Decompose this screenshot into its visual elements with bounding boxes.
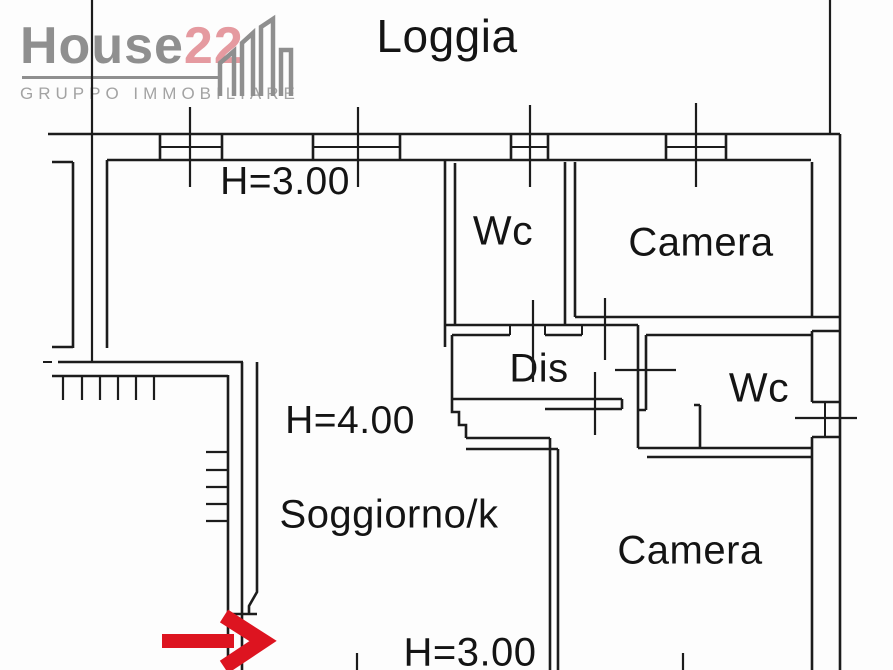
outer-walls bbox=[48, 132, 842, 670]
height-label-bottom: H=3.00 bbox=[403, 630, 537, 670]
room-label-loggia: Loggia bbox=[376, 10, 518, 62]
left-shaft-walls bbox=[43, 160, 243, 364]
right-window-icon bbox=[795, 400, 857, 439]
brand-name: House22 bbox=[20, 20, 300, 72]
entrance-arrow-icon bbox=[162, 609, 277, 670]
brand-tagline: GRUPPO IMMOBILIARE bbox=[20, 84, 300, 103]
stairs-hatching bbox=[52, 374, 228, 523]
room-label-dis: Dis bbox=[509, 346, 569, 391]
brand-divider bbox=[22, 76, 218, 79]
brand-name-primary: House bbox=[20, 17, 184, 75]
height-label-middle: H=4.00 bbox=[285, 399, 415, 442]
soggiorno-left-wall bbox=[226, 362, 259, 670]
height-label-top: H=3.00 bbox=[220, 160, 350, 203]
room-label-camera-bottom: Camera bbox=[617, 528, 763, 573]
room-label-wc-top: Wc bbox=[472, 207, 534, 254]
room-label-camera-top: Camera bbox=[628, 220, 774, 265]
room-label-wc-right: Wc bbox=[728, 364, 790, 411]
room-label-soggiorno: Soggiorno/k bbox=[279, 492, 499, 537]
window-icon bbox=[158, 134, 728, 160]
brand-name-suffix: 22 bbox=[183, 17, 244, 75]
agency-logo: House22 GRUPPO IMMOBILIARE bbox=[20, 20, 300, 104]
